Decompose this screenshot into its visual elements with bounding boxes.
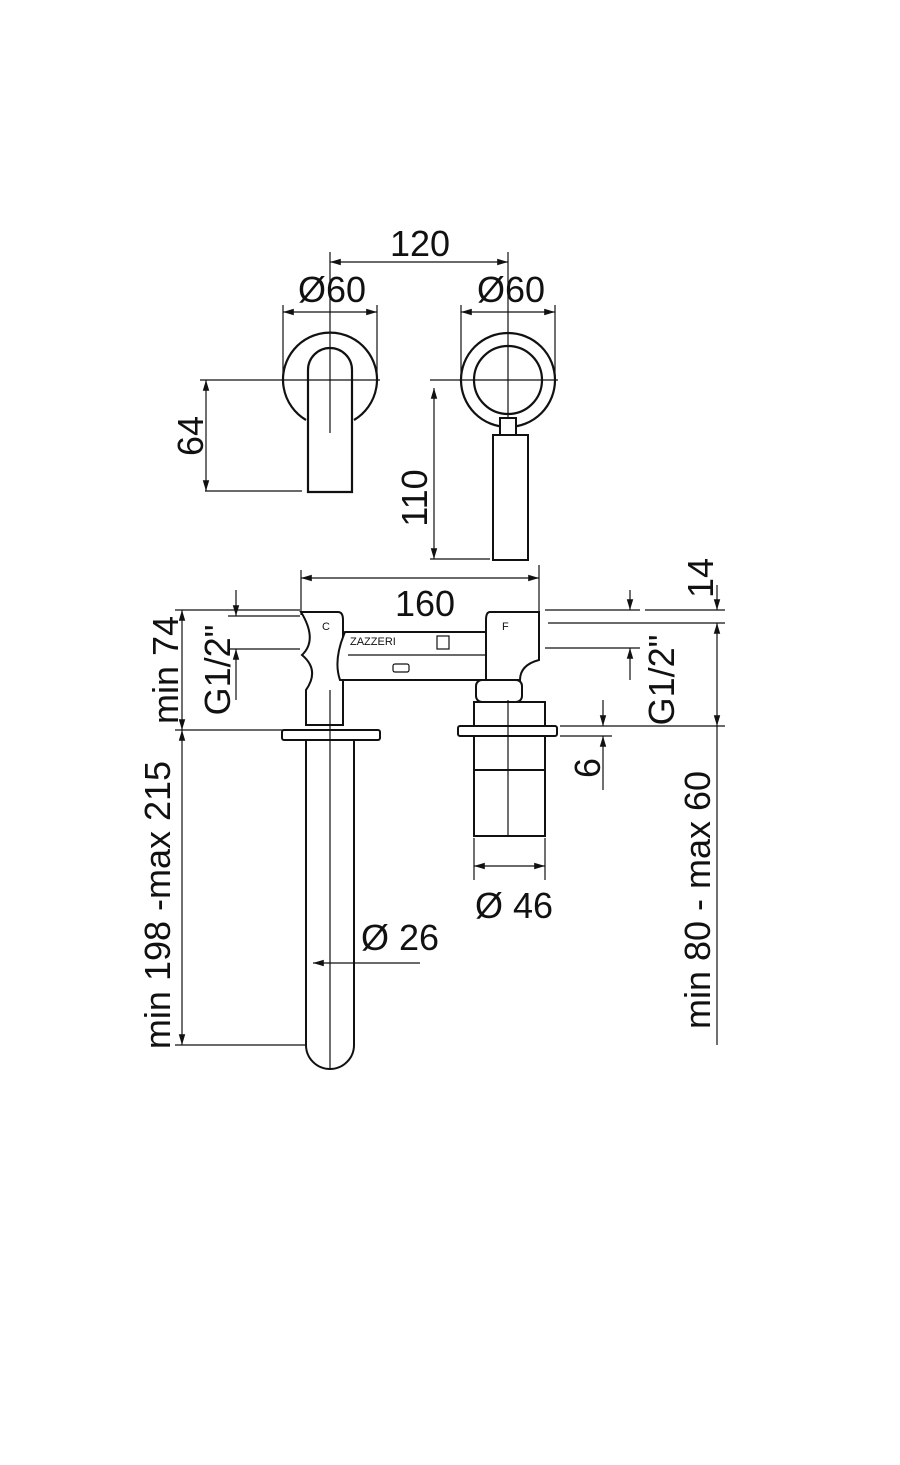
dim-d26-label: Ø 26 [361,917,439,958]
cold-marking: F [502,621,509,633]
cartridge-end [473,769,546,837]
dim-110-label: 110 [394,469,435,526]
dim-wall-label: min 80 - max 60 [677,771,718,1029]
crossbar-body [336,631,491,681]
dim-6-label: 6 [567,758,608,778]
label-slot [392,663,410,673]
logo-mark [436,635,450,650]
dim-spout-label: min 198 -max 215 [137,761,178,1049]
cartridge-sleeve [473,735,546,771]
top-view: 120 Ø60 64 Ø60 110 [170,223,558,561]
dim-g12-right-label: G1/2" [641,635,682,726]
dim-64-label: 64 [170,416,211,456]
left-lever [306,346,354,494]
side-view: 160 C F ZAZZERI min 74 min 198 -max 215 [137,558,725,1070]
right-handle-stem [499,417,517,436]
dim-160-label: 160 [395,583,455,624]
dim-d46-label: Ø 46 [475,885,553,926]
dim-d60-right-label: Ø60 [477,269,545,310]
hot-valve-body [299,611,344,726]
right-handle-knob [472,344,544,416]
dim-min74-label: min 74 [145,616,186,724]
cold-valve-body [485,611,540,681]
cartridge-nut [475,679,523,703]
dim-g12-left-label: G1/2" [197,625,238,716]
dim-d60-left-label: Ø60 [298,269,366,310]
cartridge-body [473,701,546,727]
left-cover-plate [281,331,379,421]
spout-flange [281,729,381,741]
dim-14-label: 14 [680,558,721,598]
hot-marking: C [322,621,330,633]
brand-marking: ZAZZERI [350,636,396,648]
dim-120-label: 120 [390,223,450,264]
right-handle [492,434,529,561]
